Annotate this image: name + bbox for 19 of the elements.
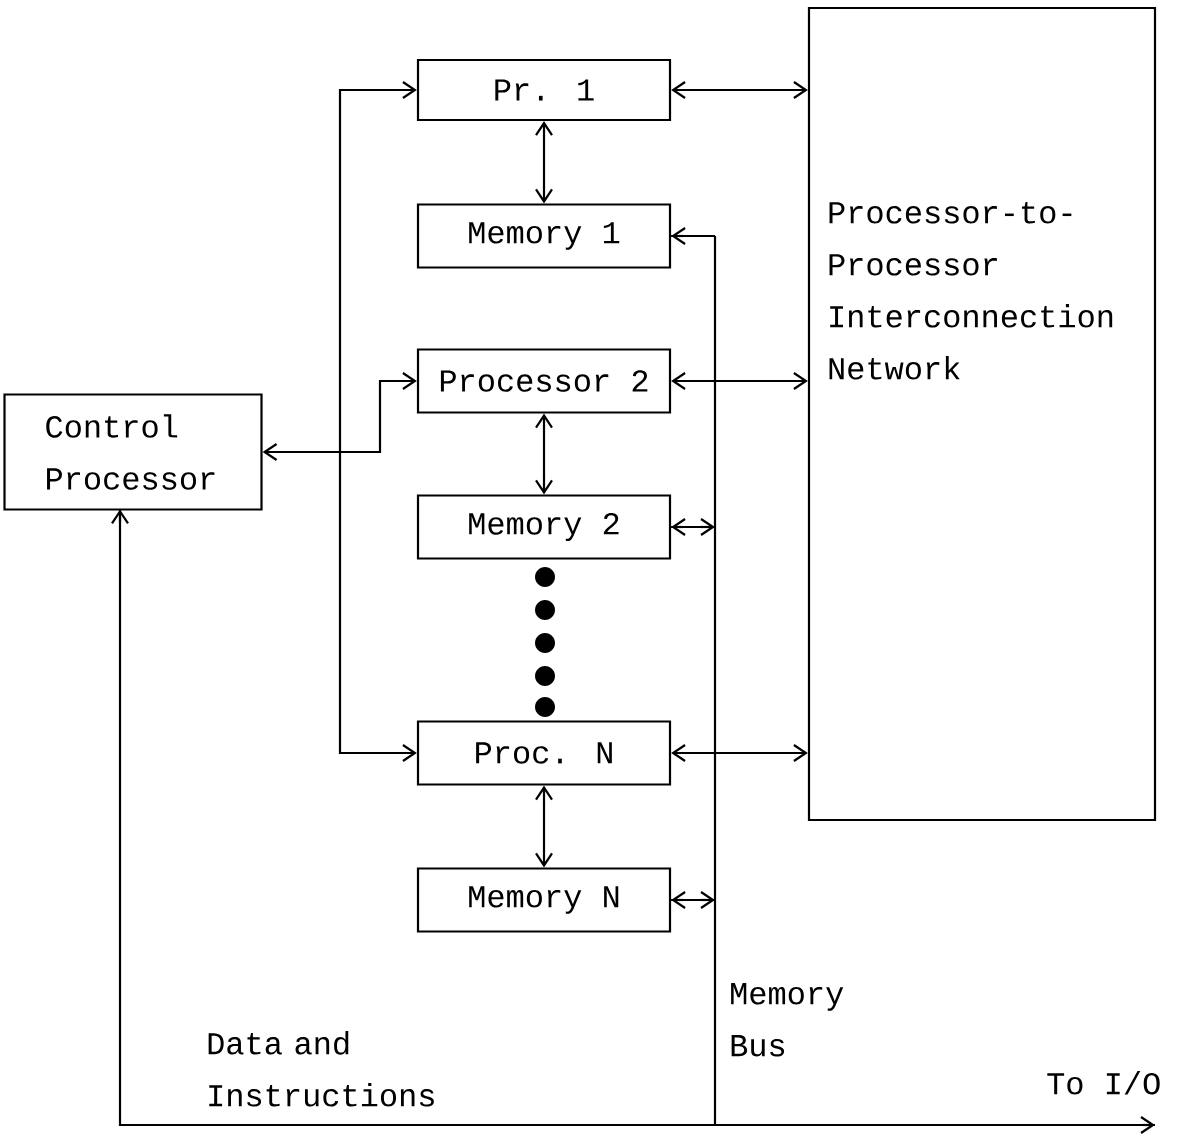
arrow	[671, 81, 808, 99]
process-box: Processor 2	[416, 348, 672, 414]
label-text: Data and Instructions	[208, 1031, 434, 1107]
arrow	[535, 121, 553, 204]
process-box: Proc. N	[416, 720, 672, 786]
arrow	[262, 81, 417, 762]
arrow	[535, 413, 553, 495]
io-label: To I/O	[1047, 1071, 1160, 1095]
arrow	[671, 372, 808, 390]
arrow	[111, 227, 1157, 1134]
process-box: Memory 2	[416, 494, 672, 560]
label-text: Memory Bus	[731, 983, 844, 1057]
process-box: Memory N	[416, 867, 672, 933]
network-box: Processor-to- Processor Interconnection Network	[807, 6, 1157, 822]
process-box: Pr. 1	[416, 58, 672, 122]
arrow	[535, 785, 553, 868]
processor-box: Control Processor	[3, 393, 263, 511]
arrow	[671, 744, 808, 762]
process-box: Memory 1	[416, 203, 672, 269]
